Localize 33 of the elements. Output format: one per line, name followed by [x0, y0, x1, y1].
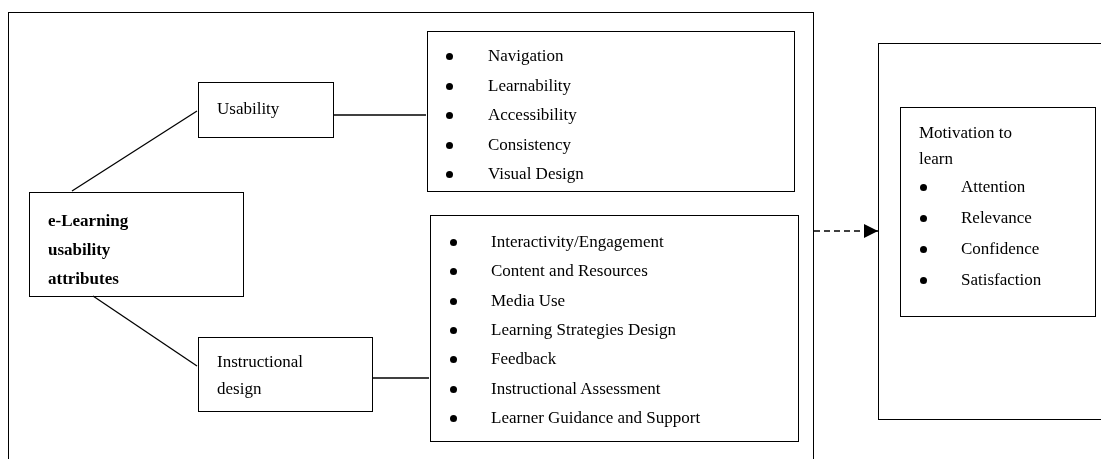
list-item: Content and Resources	[491, 260, 648, 283]
node-label: Instructional design	[217, 351, 304, 400]
list-item: Instructional Assessment	[491, 377, 661, 400]
list-item: Accessibility	[488, 104, 577, 127]
list-item: Media Use	[491, 289, 566, 312]
list-item: Confidence	[961, 238, 1040, 260]
list-heading: Motivation to learn	[919, 122, 1014, 170]
arrow	[813, 224, 879, 238]
frame-box	[8, 12, 814, 459]
connector-line	[92, 295, 198, 367]
list-item: Visual Design	[488, 163, 584, 186]
list-item: Attention	[961, 176, 1026, 198]
connector-line	[71, 110, 198, 192]
concept-box	[29, 192, 244, 297]
list-item: Satisfaction	[961, 269, 1042, 291]
list-item: Interactivity/Engagement	[491, 231, 664, 253]
list-box	[427, 31, 795, 192]
list-box	[900, 107, 1096, 317]
connector-line	[332, 114, 427, 116]
frame-box	[878, 43, 1101, 420]
concept-box	[198, 82, 334, 138]
concept-box	[198, 337, 373, 412]
connector-line	[371, 377, 430, 379]
list-item: Navigation	[488, 45, 564, 67]
list-item: Consistency	[488, 133, 572, 156]
list-box	[430, 215, 799, 442]
list-item: Relevance	[961, 207, 1032, 229]
list-item: Learnability	[488, 74, 572, 97]
list-item: Feedback	[491, 348, 557, 371]
list-item: Learner Guidance and Support	[491, 406, 701, 429]
node-label: e-Learning usability attributes	[48, 210, 130, 290]
node-label: Usability	[217, 98, 280, 120]
list-item: Learning Strategies Design	[491, 318, 677, 341]
